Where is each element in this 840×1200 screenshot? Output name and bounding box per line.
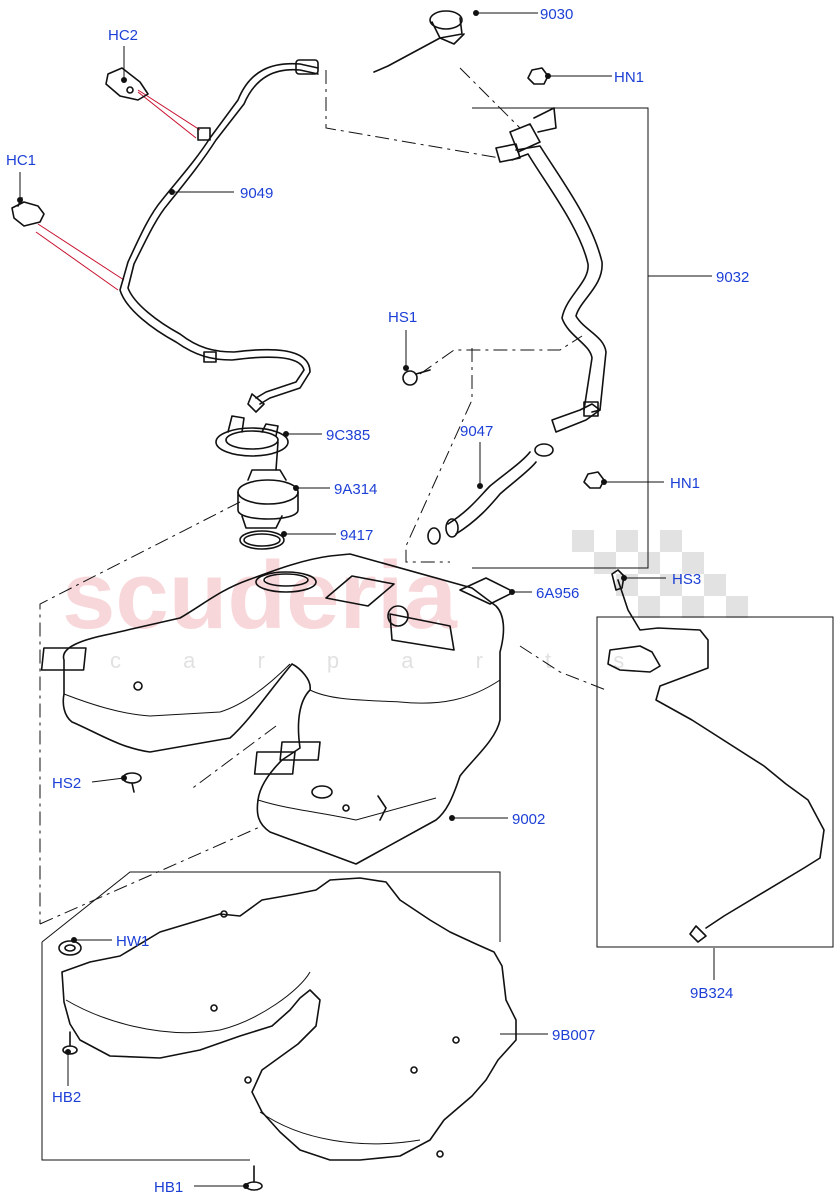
locking-ring-icon	[215, 415, 289, 457]
label-hn1-top[interactable]: HN1	[614, 69, 644, 86]
clip-icon	[105, 67, 149, 101]
label-9047[interactable]: 9047	[460, 423, 493, 440]
dashline-pump	[39, 501, 241, 924]
watermark-brand: scuderia	[62, 542, 457, 649]
red-leaders	[35, 89, 201, 291]
fuel-cap-icon	[373, 10, 465, 73]
parts	[40, 10, 825, 1191]
heat-shield-icon	[61, 877, 517, 1161]
label-hn1-mid[interactable]: HN1	[670, 475, 700, 492]
leader-lines	[17, 10, 715, 1189]
fuel-pipe-icon	[607, 569, 825, 943]
frame-9b007	[41, 871, 501, 1161]
label-hs1[interactable]: HS1	[388, 309, 417, 326]
washer-icon	[58, 940, 82, 956]
label-hb2[interactable]: HB2	[52, 1089, 81, 1106]
screw-icon	[402, 369, 431, 386]
frame-9032	[472, 107, 649, 569]
label-9002[interactable]: 9002	[512, 811, 545, 828]
label-hs2[interactable]: HS2	[52, 775, 81, 792]
label-9030[interactable]: 9030	[540, 6, 573, 23]
label-9b324[interactable]: 9B324	[690, 985, 733, 1002]
group-frames	[41, 107, 834, 1161]
label-9032[interactable]: 9032	[716, 269, 749, 286]
label-hb1[interactable]: HB1	[154, 1179, 183, 1196]
hose-icon	[427, 443, 554, 545]
label-9c385[interactable]: 9C385	[326, 427, 370, 444]
seal-ring-icon	[239, 530, 285, 550]
label-9049[interactable]: 9049	[240, 185, 273, 202]
watermark-sub: c a r p a r t s	[110, 648, 652, 673]
label-hs3[interactable]: HS3	[672, 571, 701, 588]
nut-icon	[527, 67, 549, 85]
clip-icon	[11, 197, 45, 227]
label-hc1[interactable]: HC1	[6, 152, 36, 169]
fuel-pump-icon	[237, 441, 299, 529]
watermark: scuderia c a r p a r t s	[62, 530, 748, 673]
vent-hose-icon	[119, 59, 319, 413]
filler-neck-icon	[495, 107, 607, 433]
dashline-9049-9032	[325, 70, 501, 159]
frame-9b324	[596, 616, 834, 948]
checkered-flag-icon	[572, 530, 748, 618]
red-leader-hc2	[137, 89, 201, 139]
label-9417[interactable]: 9417	[340, 527, 373, 544]
label-9b007[interactable]: 9B007	[552, 1027, 595, 1044]
dashline-9030	[459, 67, 521, 129]
dashline-hs1	[419, 335, 583, 375]
label-hw1[interactable]: HW1	[116, 933, 149, 950]
dashline-hs2	[189, 725, 277, 791]
fuel-tank-icon	[40, 553, 505, 865]
red-leader-hc1	[35, 223, 125, 291]
labels: 9030 HN1 HC2 HC1 9049 9032 HS1 9C385 904…	[6, 6, 749, 1196]
dashline-9b324	[519, 645, 607, 691]
label-hc2[interactable]: HC2	[108, 27, 138, 44]
label-6a956[interactable]: 6A956	[536, 585, 579, 602]
nut-icon	[583, 471, 605, 489]
assembly-lines	[39, 67, 607, 925]
label-9a314[interactable]: 9A314	[334, 481, 377, 498]
dashline-9047	[405, 348, 473, 563]
dashline-shield	[39, 825, 263, 925]
